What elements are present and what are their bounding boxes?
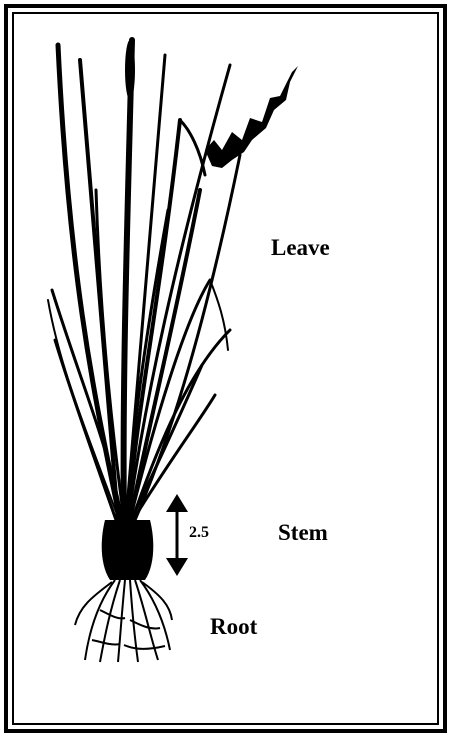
stem-base (102, 520, 154, 580)
leave-label: Leave (271, 235, 330, 261)
roots (75, 580, 172, 662)
seed-heads (125, 40, 298, 168)
root-label: Root (210, 614, 257, 640)
leaves (48, 40, 240, 520)
measurement-arrow (166, 494, 188, 576)
stem-length-label: 2.5 (189, 524, 209, 542)
stem-label: Stem (278, 520, 328, 546)
